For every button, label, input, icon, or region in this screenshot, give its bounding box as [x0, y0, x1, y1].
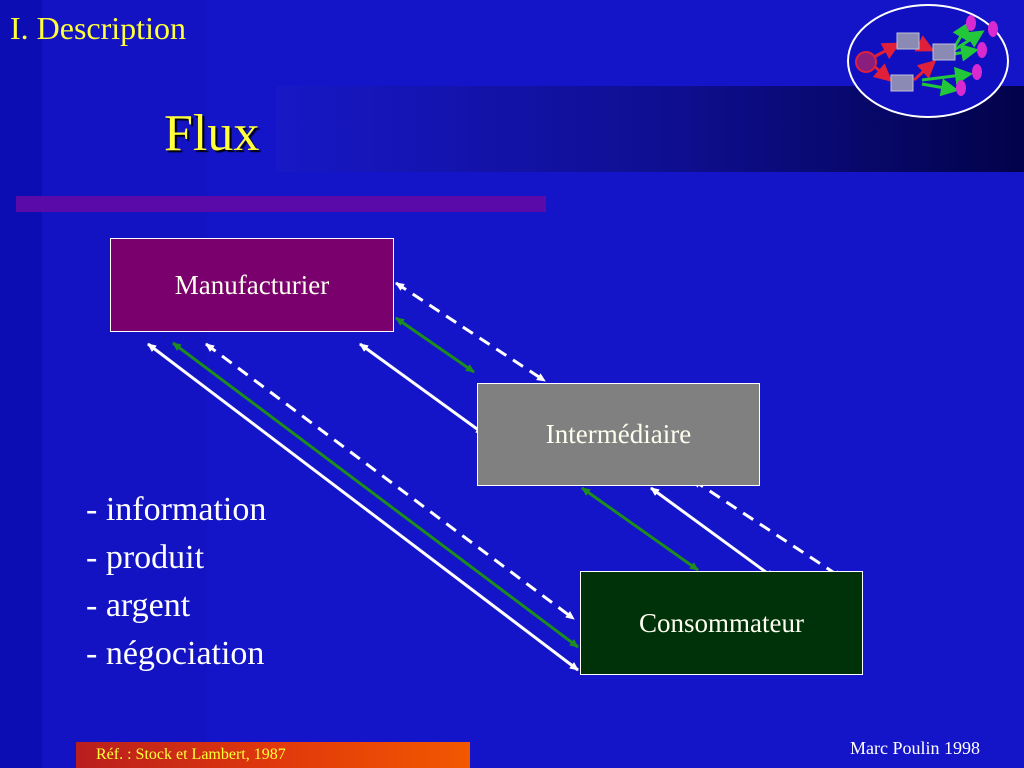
title-underline-bar — [16, 196, 546, 212]
legend-item-negociation: - négociation — [86, 635, 265, 672]
arrow-negociation-manuf-conso — [205, 342, 575, 621]
slide-title: Flux — [164, 105, 260, 162]
node-intermediaire: Intermédiaire — [477, 383, 760, 486]
reference-citation: Réf. : Stock et Lambert, 1987 — [76, 742, 470, 768]
arrow-produit-inter-conso — [650, 486, 775, 580]
node-consommateur: Consommateur — [580, 571, 863, 675]
flow-legend: - information - produit - argent - négoc… — [86, 486, 266, 678]
node-manufacturier-label: Manufacturier — [174, 269, 330, 300]
legend-item-argent: - argent — [86, 587, 191, 624]
arrow-produit-manuf-inter — [359, 342, 485, 436]
arrow-negociation-inter-conso — [692, 478, 843, 580]
network-logo-icon — [847, 4, 1009, 118]
author-credit: Marc Poulin 1998 — [850, 738, 980, 758]
arrow-argent-inter-conso — [581, 486, 699, 572]
section-title: I. Description — [10, 10, 186, 46]
legend-item-produit: - produit — [86, 539, 205, 576]
node-intermediaire-label: Intermédiaire — [545, 419, 692, 449]
node-consommateur-label: Consommateur — [639, 607, 804, 638]
node-manufacturier: Manufacturier — [110, 238, 394, 332]
legend-item-information: - information — [86, 491, 267, 528]
arrow-argent-manuf-inter — [395, 316, 475, 374]
background-left-strip — [0, 0, 42, 768]
